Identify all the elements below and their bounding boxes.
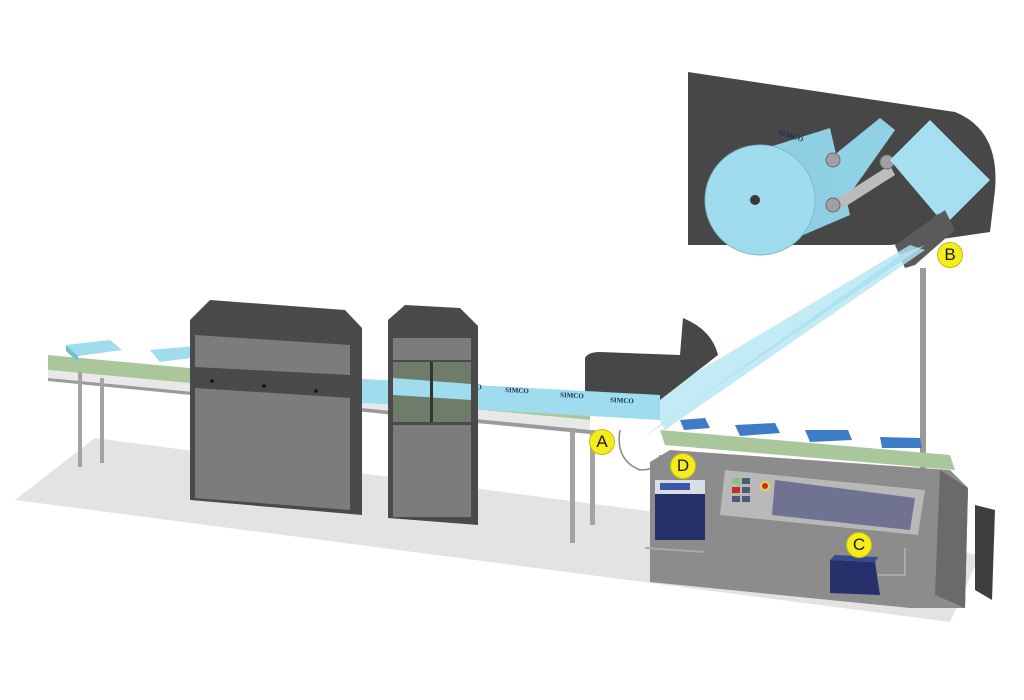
svg-text:SIMCO: SIMCO [505,386,530,395]
tunnel-machine [190,300,362,515]
generator-module-d [644,480,706,553]
svg-text:SIMCO: SIMCO [610,396,635,405]
control-panel [720,470,925,535]
callout-b[interactable]: B [937,242,963,268]
power-unit-module-c [830,548,906,595]
svg-text:SIMCO: SIMCO [560,391,585,400]
callout-a[interactable]: A [589,429,615,455]
support-pole-right [920,268,926,498]
callout-d[interactable]: D [670,453,696,479]
cable-a [618,429,661,471]
outfeed-conveyor [660,430,955,470]
callout-c[interactable]: C [846,532,872,558]
rear-panel [585,318,718,400]
packs-outfeed [680,418,922,448]
gantry-frame [388,305,478,525]
